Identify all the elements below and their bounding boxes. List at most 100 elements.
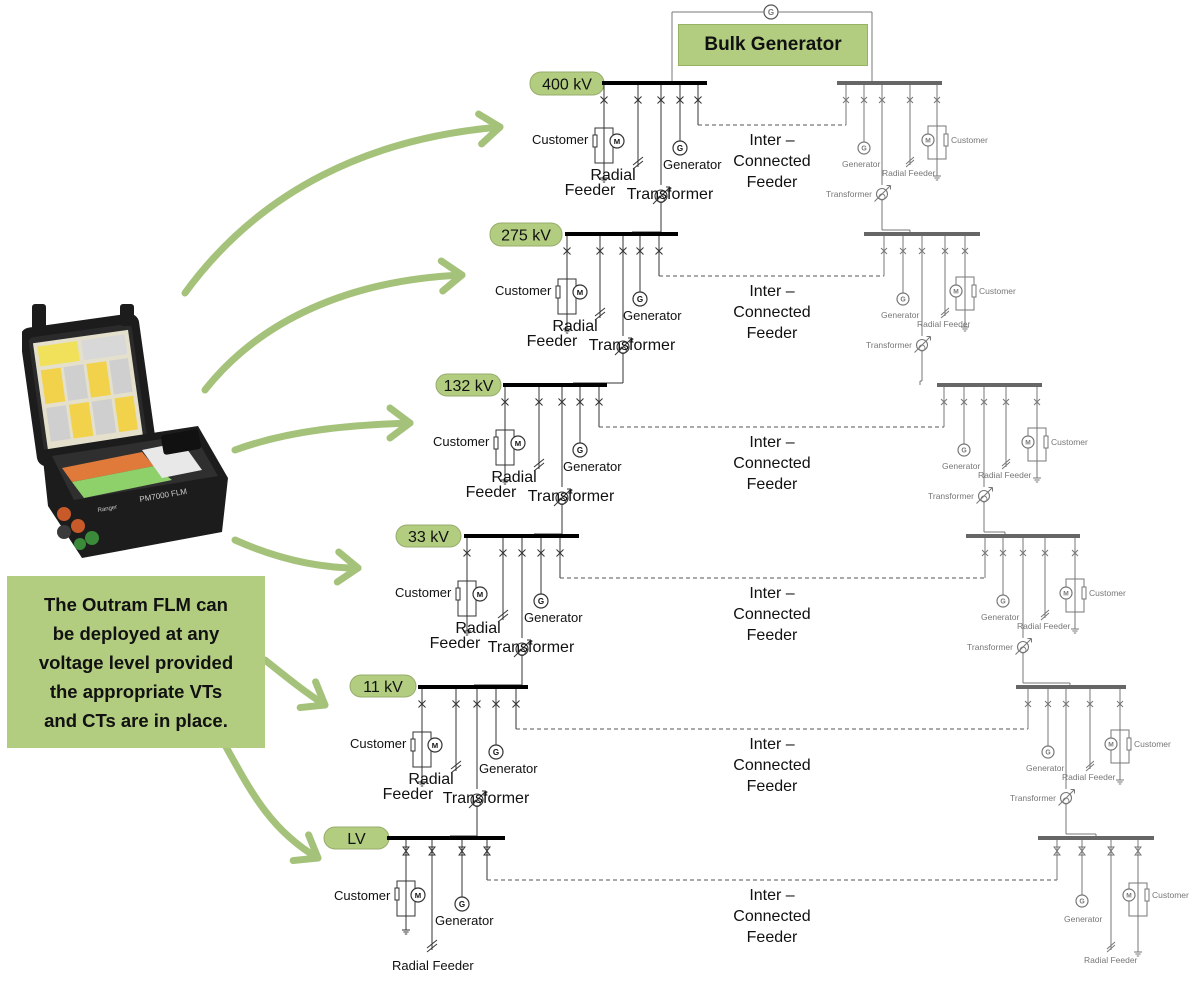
- level-4-remote-breaker-1: [981, 549, 989, 557]
- level-4-radial-label: Radial: [455, 620, 500, 637]
- level-3-remote-transformer-label: Transformer: [928, 491, 974, 501]
- level-1-inter-label-2: Connected: [733, 153, 810, 170]
- level-4-remote-customer-earth: [1071, 628, 1079, 634]
- level-4-remote-radial-ct: [1040, 609, 1050, 621]
- level-3-remote-motor-symbol-letter: M: [1025, 440, 1031, 447]
- level-3-customer-resistor: [493, 436, 499, 450]
- level-1-remote-radial-feeder-label: Radial Feeder: [882, 168, 936, 178]
- level-2-inter-label-3: Feeder: [747, 325, 798, 342]
- level-4-remote-radial-feeder-label: Radial Feeder: [1017, 621, 1071, 631]
- bulk-generator-label: Bulk Generator: [678, 24, 868, 66]
- level-4-generator-label: Generator: [524, 610, 583, 625]
- pointer-arrow-5: [261, 656, 329, 709]
- level-6-customer-label: Customer: [334, 888, 391, 903]
- level-1-transformer-symbol-arrow: [652, 186, 671, 205]
- level-4-remote-generator-label: Generator: [981, 612, 1019, 622]
- level-5-remote-customer-earth: [1116, 779, 1124, 785]
- level-4-remote-customer-label: Customer: [1089, 588, 1126, 598]
- level-1-customer-resistor: [592, 134, 598, 148]
- level-3-remote-customer-label: Customer: [1051, 437, 1088, 447]
- level-4-inter-label-2: Connected: [733, 606, 810, 623]
- level-6-switch-4: [483, 846, 491, 856]
- pointer-arrow-head-6: [289, 831, 322, 865]
- level-5-transformer-label: Transformer: [443, 790, 530, 807]
- level-3-feeder-label: Feeder: [466, 484, 517, 501]
- level-2-remote-radial-ct: [940, 307, 950, 319]
- flm-device-image: PM7000 FLM Ranger: [22, 304, 228, 558]
- level-2-transformer-label: Transformer: [589, 337, 676, 354]
- level-1-voltage-label: 400 kV: [542, 77, 592, 94]
- level-4-customer-label: Customer: [395, 585, 452, 600]
- level-1-generator-symbol-letter: G: [677, 144, 683, 153]
- level-4-remote-generator-symbol-letter: G: [1000, 599, 1005, 606]
- pointer-arrow-4: [231, 536, 362, 572]
- pointer-arrow-head-4: [333, 548, 362, 586]
- level-4-transformer-symbol-arrow: [513, 639, 532, 658]
- level-2-transformer-symbol-arrow: [614, 337, 633, 356]
- level-2-remote-transformer-symbol-arrow: [914, 336, 931, 353]
- level-3-inter-label-3: Feeder: [747, 476, 798, 493]
- level-6-remote-motor-symbol: [1122, 888, 1136, 902]
- level-3-inter-label-2: Connected: [733, 455, 810, 472]
- level-2-inter-label-2: Connected: [733, 304, 810, 321]
- level-6-remote-customer-resistor: [1144, 888, 1150, 902]
- level-6-switch-1: [402, 846, 410, 856]
- level-2-remote-generator-symbol-letter: G: [900, 297, 905, 304]
- level-4-customer-earth: [463, 630, 471, 636]
- level-6-inter-label-2: Connected: [733, 908, 810, 925]
- level-6-inter-label-3: Feeder: [747, 929, 798, 946]
- level-5-generator-label: Generator: [479, 761, 538, 776]
- level-6-switch-2: [428, 846, 436, 856]
- level-1-radial-label: Radial: [590, 167, 635, 184]
- level-6-voltage-label: LV: [347, 831, 366, 848]
- level-4-remote-motor-symbol-letter: M: [1063, 591, 1069, 598]
- pointer-arrow-head-3: [386, 404, 414, 442]
- level-1-customer-earth: [600, 177, 608, 183]
- level-2-customer-label: Customer: [495, 283, 552, 298]
- level-1-remote-customer-earth: [933, 175, 941, 181]
- level-4-remote-customer-resistor: [1081, 586, 1087, 600]
- level-4-voltage-badge: [395, 524, 462, 548]
- level-1-feeder-label: Feeder: [565, 182, 616, 199]
- level-5-remote-generator-symbol: [1041, 745, 1055, 759]
- level-4-remote-transformer-symbol-arrow: [1015, 638, 1032, 655]
- level-1-remote-generator-symbol-letter: G: [861, 146, 866, 153]
- device-brand-text: Ranger: [97, 505, 117, 514]
- level-1-radial-feeder-ct: [632, 156, 644, 170]
- level-4-customer-resistor: [455, 587, 461, 601]
- level-1-remote-radial-ct: [905, 156, 915, 168]
- level-4-motor-symbol: [472, 586, 488, 602]
- pointer-arrow-1: [181, 123, 504, 297]
- level-4-remote-transformer-label: Transformer: [967, 642, 1013, 652]
- level-2-remote-transformer-label: Transformer: [866, 340, 912, 350]
- level-3-transformer-label: Transformer: [528, 488, 615, 505]
- level-2-motor-symbol-letter: M: [577, 288, 583, 297]
- level-5-radial-label: Radial: [408, 771, 453, 788]
- level-2-voltage-label: 275 kV: [501, 228, 551, 245]
- level-2-radial-feeder-ct: [594, 307, 606, 321]
- level-3-motor-symbol-letter: M: [515, 439, 521, 448]
- level-2-remote-breaker-1: [880, 247, 888, 255]
- level-3-remote-generator-label: Generator: [942, 461, 980, 471]
- level-6-customer-resistor: [394, 887, 400, 901]
- level-4-voltage-label: 33 kV: [408, 529, 449, 546]
- level-3-generator-symbol-letter: G: [577, 446, 583, 455]
- level-2-remote-motor-symbol: [949, 284, 963, 298]
- level-5-customer-label: Customer: [350, 736, 407, 751]
- level-3-voltage-badge: [435, 373, 502, 397]
- level-1-inter-label-3: Feeder: [747, 174, 798, 191]
- level-1-remote-breaker-1: [842, 96, 850, 104]
- level-6-radial-feeder-label: Radial Feeder: [392, 958, 474, 973]
- level-1-remote-generator-label: Generator: [842, 159, 880, 169]
- level-6-motor-symbol-letter: M: [415, 891, 421, 900]
- level-6-remote-generator-symbol: [1075, 894, 1089, 908]
- level-6-motor-symbol: [410, 887, 426, 903]
- level-5-voltage-label: 11 kV: [363, 679, 403, 696]
- level-3-motor-symbol: [510, 435, 526, 451]
- level-5-generator-symbol-letter: G: [493, 748, 499, 757]
- level-6-remote-switch-1: [1053, 846, 1061, 856]
- level-2-inter-label-1: Inter –: [749, 283, 794, 300]
- level-6-radial-feeder-ct: [426, 939, 438, 953]
- level-1-transformer-label: Transformer: [627, 186, 714, 203]
- level-4-motor-symbol-letter: M: [477, 590, 483, 599]
